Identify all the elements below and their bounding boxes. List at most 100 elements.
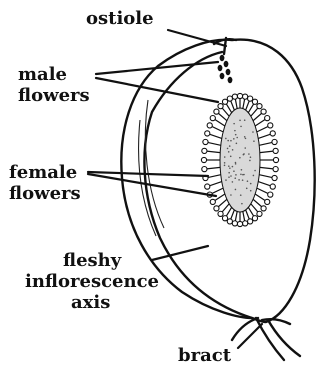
receptacle-speckle: [253, 175, 255, 177]
receptacle-speckle: [232, 149, 234, 151]
receptacle-speckle: [250, 190, 252, 192]
receptacle-speckle: [230, 175, 232, 177]
female-flower: [273, 148, 278, 153]
receptacle-speckle: [225, 138, 227, 140]
female-flower: [243, 221, 248, 226]
female-flower: [273, 167, 278, 172]
label-male-flowers: male flowers: [18, 64, 90, 106]
receptacle-speckle: [249, 160, 251, 162]
female-flower: [248, 219, 253, 224]
female-flower: [214, 109, 219, 114]
male-flower: [228, 77, 233, 83]
receptacle-speckle: [248, 153, 250, 155]
female-flowers-cluster: [201, 93, 278, 226]
female-flower: [210, 115, 215, 120]
leader-line-ostiole: [168, 30, 226, 46]
receptacle-speckle: [224, 156, 226, 158]
receptacle-speckle: [243, 154, 245, 156]
receptacle-speckle: [232, 181, 234, 183]
female-flower: [273, 157, 278, 162]
label-axis-line3: axis: [25, 292, 159, 313]
receptacle-speckle: [252, 131, 254, 133]
female-flower: [237, 93, 242, 98]
leader-line-male-2: [96, 78, 218, 102]
label-bract: bract: [178, 345, 231, 366]
receptacle-speckle: [244, 136, 246, 138]
receptacle-speckle: [239, 120, 241, 122]
female-flower: [218, 211, 223, 216]
female-flower: [227, 219, 232, 224]
female-flower: [270, 184, 275, 189]
female-flower: [261, 206, 266, 211]
receptacle-speckle: [232, 166, 234, 168]
male-flower: [218, 65, 223, 71]
receptacle-speckle: [234, 130, 236, 132]
receptacle-speckle: [250, 183, 252, 185]
label-male-line1: male: [18, 64, 90, 85]
receptacle-speckle: [230, 140, 232, 142]
receptacle-speckle: [246, 188, 248, 190]
female-flower: [265, 115, 270, 120]
receptacle-speckle: [245, 138, 247, 140]
female-flower: [265, 199, 270, 204]
male-flower: [220, 73, 225, 79]
female-flower: [218, 104, 223, 109]
receptacle-speckle: [236, 143, 238, 145]
receptacle-speckle: [233, 123, 235, 125]
receptacle-speckle: [238, 179, 240, 181]
label-female-line1: female: [9, 162, 81, 183]
female-flower: [272, 139, 277, 144]
label-fleshy-axis: fleshy inflorescence axis: [25, 250, 159, 313]
male-flower: [226, 69, 231, 75]
male-flowers-cluster: [218, 55, 233, 83]
receptacle-speckle: [234, 177, 236, 179]
female-flower: [232, 221, 237, 226]
label-male-line2: flowers: [18, 85, 90, 106]
receptacle-speckle: [240, 173, 242, 175]
receptacle-speckle: [241, 203, 243, 205]
receptacle-speckle: [242, 174, 244, 176]
female-flower: [205, 131, 210, 136]
leader-line-male-1: [96, 62, 218, 74]
receptacle-speckle: [227, 140, 229, 142]
receptacle-speckle: [230, 156, 232, 158]
receptacle-speckle: [228, 176, 230, 178]
receptacle-speckle: [239, 157, 241, 159]
female-flower: [272, 175, 277, 180]
female-flower: [252, 216, 257, 221]
female-flower: [203, 139, 208, 144]
receptacle-speckle: [230, 194, 232, 196]
label-female-line2: flowers: [9, 183, 81, 204]
receptacle-speckle: [224, 162, 226, 164]
female-flower: [205, 184, 210, 189]
female-flower: [243, 94, 248, 99]
female-flower: [207, 123, 212, 128]
female-flower: [268, 192, 273, 197]
receptacle-speckle: [236, 137, 238, 139]
label-axis-line2: inflorescence: [25, 271, 159, 292]
female-flower: [201, 157, 206, 162]
receptacle-speckle: [240, 194, 242, 196]
receptacle-speckle: [254, 170, 256, 172]
receptacle-speckle: [235, 162, 237, 164]
receptacle-speckle: [250, 156, 252, 158]
female-flower: [222, 216, 227, 221]
female-flower: [257, 211, 262, 216]
receptacle-speckle: [247, 180, 249, 182]
label-ostiole-text: ostiole: [86, 8, 154, 29]
receptacle-speckle: [228, 151, 230, 153]
receptacle-speckle: [253, 140, 255, 142]
label-ostiole: ostiole: [86, 8, 154, 29]
female-flower: [237, 221, 242, 226]
receptacle-core: [220, 108, 260, 212]
male-flower: [220, 55, 225, 61]
female-flower: [227, 96, 232, 101]
receptacle-speckle: [228, 165, 230, 167]
leader-line-axis: [152, 246, 208, 260]
receptacle-speckle: [240, 126, 242, 128]
receptacle-speckle: [235, 189, 237, 191]
female-flower: [202, 167, 207, 172]
label-female-flowers: female flowers: [9, 162, 81, 204]
receptacle-speckle: [235, 134, 237, 136]
